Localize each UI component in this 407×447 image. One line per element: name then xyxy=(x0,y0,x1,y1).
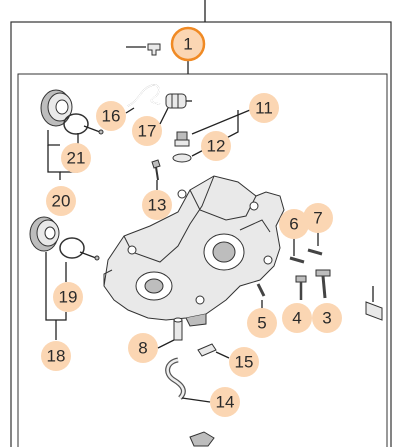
svg-text:19: 19 xyxy=(59,288,78,307)
valve-part xyxy=(172,131,192,163)
svg-text:21: 21 xyxy=(67,149,86,168)
callout-1[interactable]: 1 xyxy=(170,26,206,62)
svg-text:5: 5 xyxy=(257,314,266,333)
outer-frame xyxy=(10,21,392,447)
svg-text:17: 17 xyxy=(138,122,157,141)
callout-12[interactable]: 12 xyxy=(201,131,231,161)
svg-text:1: 1 xyxy=(183,35,192,54)
svg-text:7: 7 xyxy=(313,209,322,228)
lead-15 xyxy=(215,351,230,359)
callout-19[interactable]: 19 xyxy=(53,282,83,312)
fuel-filter xyxy=(165,93,192,109)
callout-6[interactable]: 6 xyxy=(279,209,309,239)
lead-8 xyxy=(157,339,175,349)
svg-text:15: 15 xyxy=(235,353,254,372)
bearing-seal-lower xyxy=(29,216,100,261)
svg-text:11: 11 xyxy=(255,99,273,118)
svg-text:16: 16 xyxy=(102,107,121,126)
lead-20 xyxy=(47,145,61,180)
callout-15[interactable]: 15 xyxy=(229,347,259,377)
callout-16[interactable]: 16 xyxy=(96,101,126,131)
callout-4[interactable]: 4 xyxy=(282,303,312,333)
inner-frame xyxy=(17,73,388,447)
bearing-seal-upper xyxy=(40,89,104,135)
callout-20[interactable]: 20 xyxy=(46,186,76,216)
bracket xyxy=(365,286,383,321)
svg-text:12: 12 xyxy=(207,137,226,156)
callout-8[interactable]: 8 xyxy=(128,333,158,363)
callout-18[interactable]: 18 xyxy=(41,341,71,371)
plug-part xyxy=(126,43,161,56)
callout-7[interactable]: 7 xyxy=(303,203,333,233)
svg-text:3: 3 xyxy=(322,309,331,328)
studs xyxy=(289,232,323,264)
callout-13[interactable]: 13 xyxy=(142,190,172,220)
fuel-line xyxy=(127,84,161,107)
svg-text:18: 18 xyxy=(47,347,66,366)
lead-21 xyxy=(47,130,60,146)
callout-21[interactable]: 21 xyxy=(61,143,91,173)
lead-11-12 xyxy=(191,109,251,135)
lead-16 xyxy=(125,107,135,114)
svg-text:6: 6 xyxy=(289,215,298,234)
callout-3[interactable]: 3 xyxy=(312,303,342,333)
lead-17 xyxy=(159,107,169,125)
svg-text:13: 13 xyxy=(148,196,167,215)
callout-5[interactable]: 5 xyxy=(247,308,277,338)
cropped-part-bottom xyxy=(189,431,215,447)
pin-8 xyxy=(173,317,183,341)
lead-14 xyxy=(181,397,211,403)
hose-14 xyxy=(165,357,186,400)
svg-text:14: 14 xyxy=(216,393,235,412)
svg-text:8: 8 xyxy=(138,339,147,358)
screws xyxy=(256,269,331,310)
crankcase xyxy=(103,175,285,327)
svg-text:4: 4 xyxy=(292,309,301,328)
screw-13 xyxy=(151,159,161,181)
callout-17[interactable]: 17 xyxy=(132,116,162,146)
svg-text:20: 20 xyxy=(52,192,71,211)
callout-11[interactable]: 11 xyxy=(249,93,279,123)
callout-14[interactable]: 14 xyxy=(210,387,240,417)
hose-15 xyxy=(197,343,217,357)
